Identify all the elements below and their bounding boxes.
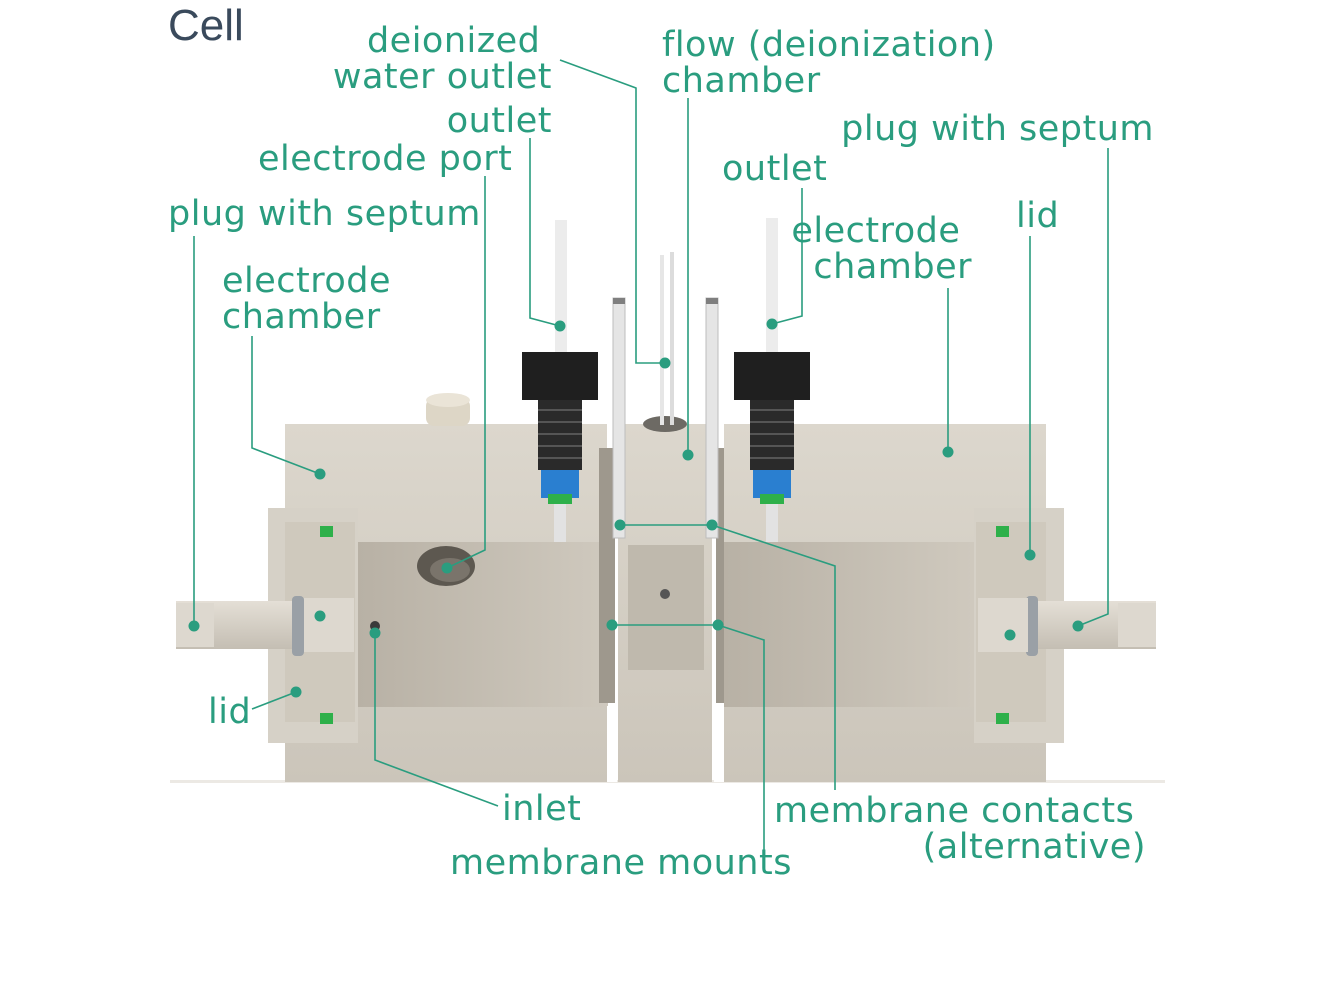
label-plug-septum-left: plug with septum bbox=[168, 194, 481, 234]
diagram-title: Cell bbox=[168, 1, 244, 50]
label-electrode-chamber-right: electrode chamber bbox=[791, 211, 972, 287]
leader-dots bbox=[188, 318, 1084, 698]
label-deionized-water-outlet: deionized water outlet bbox=[333, 21, 552, 97]
labels: deionized water outlet flow (deionizatio… bbox=[168, 21, 1154, 883]
right-fitting-cap bbox=[734, 352, 810, 400]
label-outlet-right: outlet bbox=[722, 149, 827, 189]
label-flow-chamber: flow (deionization) chamber bbox=[662, 25, 1007, 101]
label-electrode-port: electrode port bbox=[258, 139, 512, 179]
label-electrode-chamber-left: electrode chamber bbox=[222, 261, 403, 337]
label-lid-left: lid bbox=[208, 692, 251, 732]
leader-lines bbox=[193, 59, 1109, 852]
label-lid-right: lid bbox=[1016, 196, 1059, 236]
label-membrane-contacts: membrane contacts (alternative) bbox=[774, 791, 1146, 867]
label-inlet: inlet bbox=[502, 789, 581, 829]
label-membrane-mounts: membrane mounts bbox=[450, 843, 792, 883]
label-plug-septum-right: plug with septum bbox=[841, 109, 1154, 149]
left-fitting-cap bbox=[522, 352, 598, 400]
label-outlet-left: outlet bbox=[447, 101, 552, 141]
